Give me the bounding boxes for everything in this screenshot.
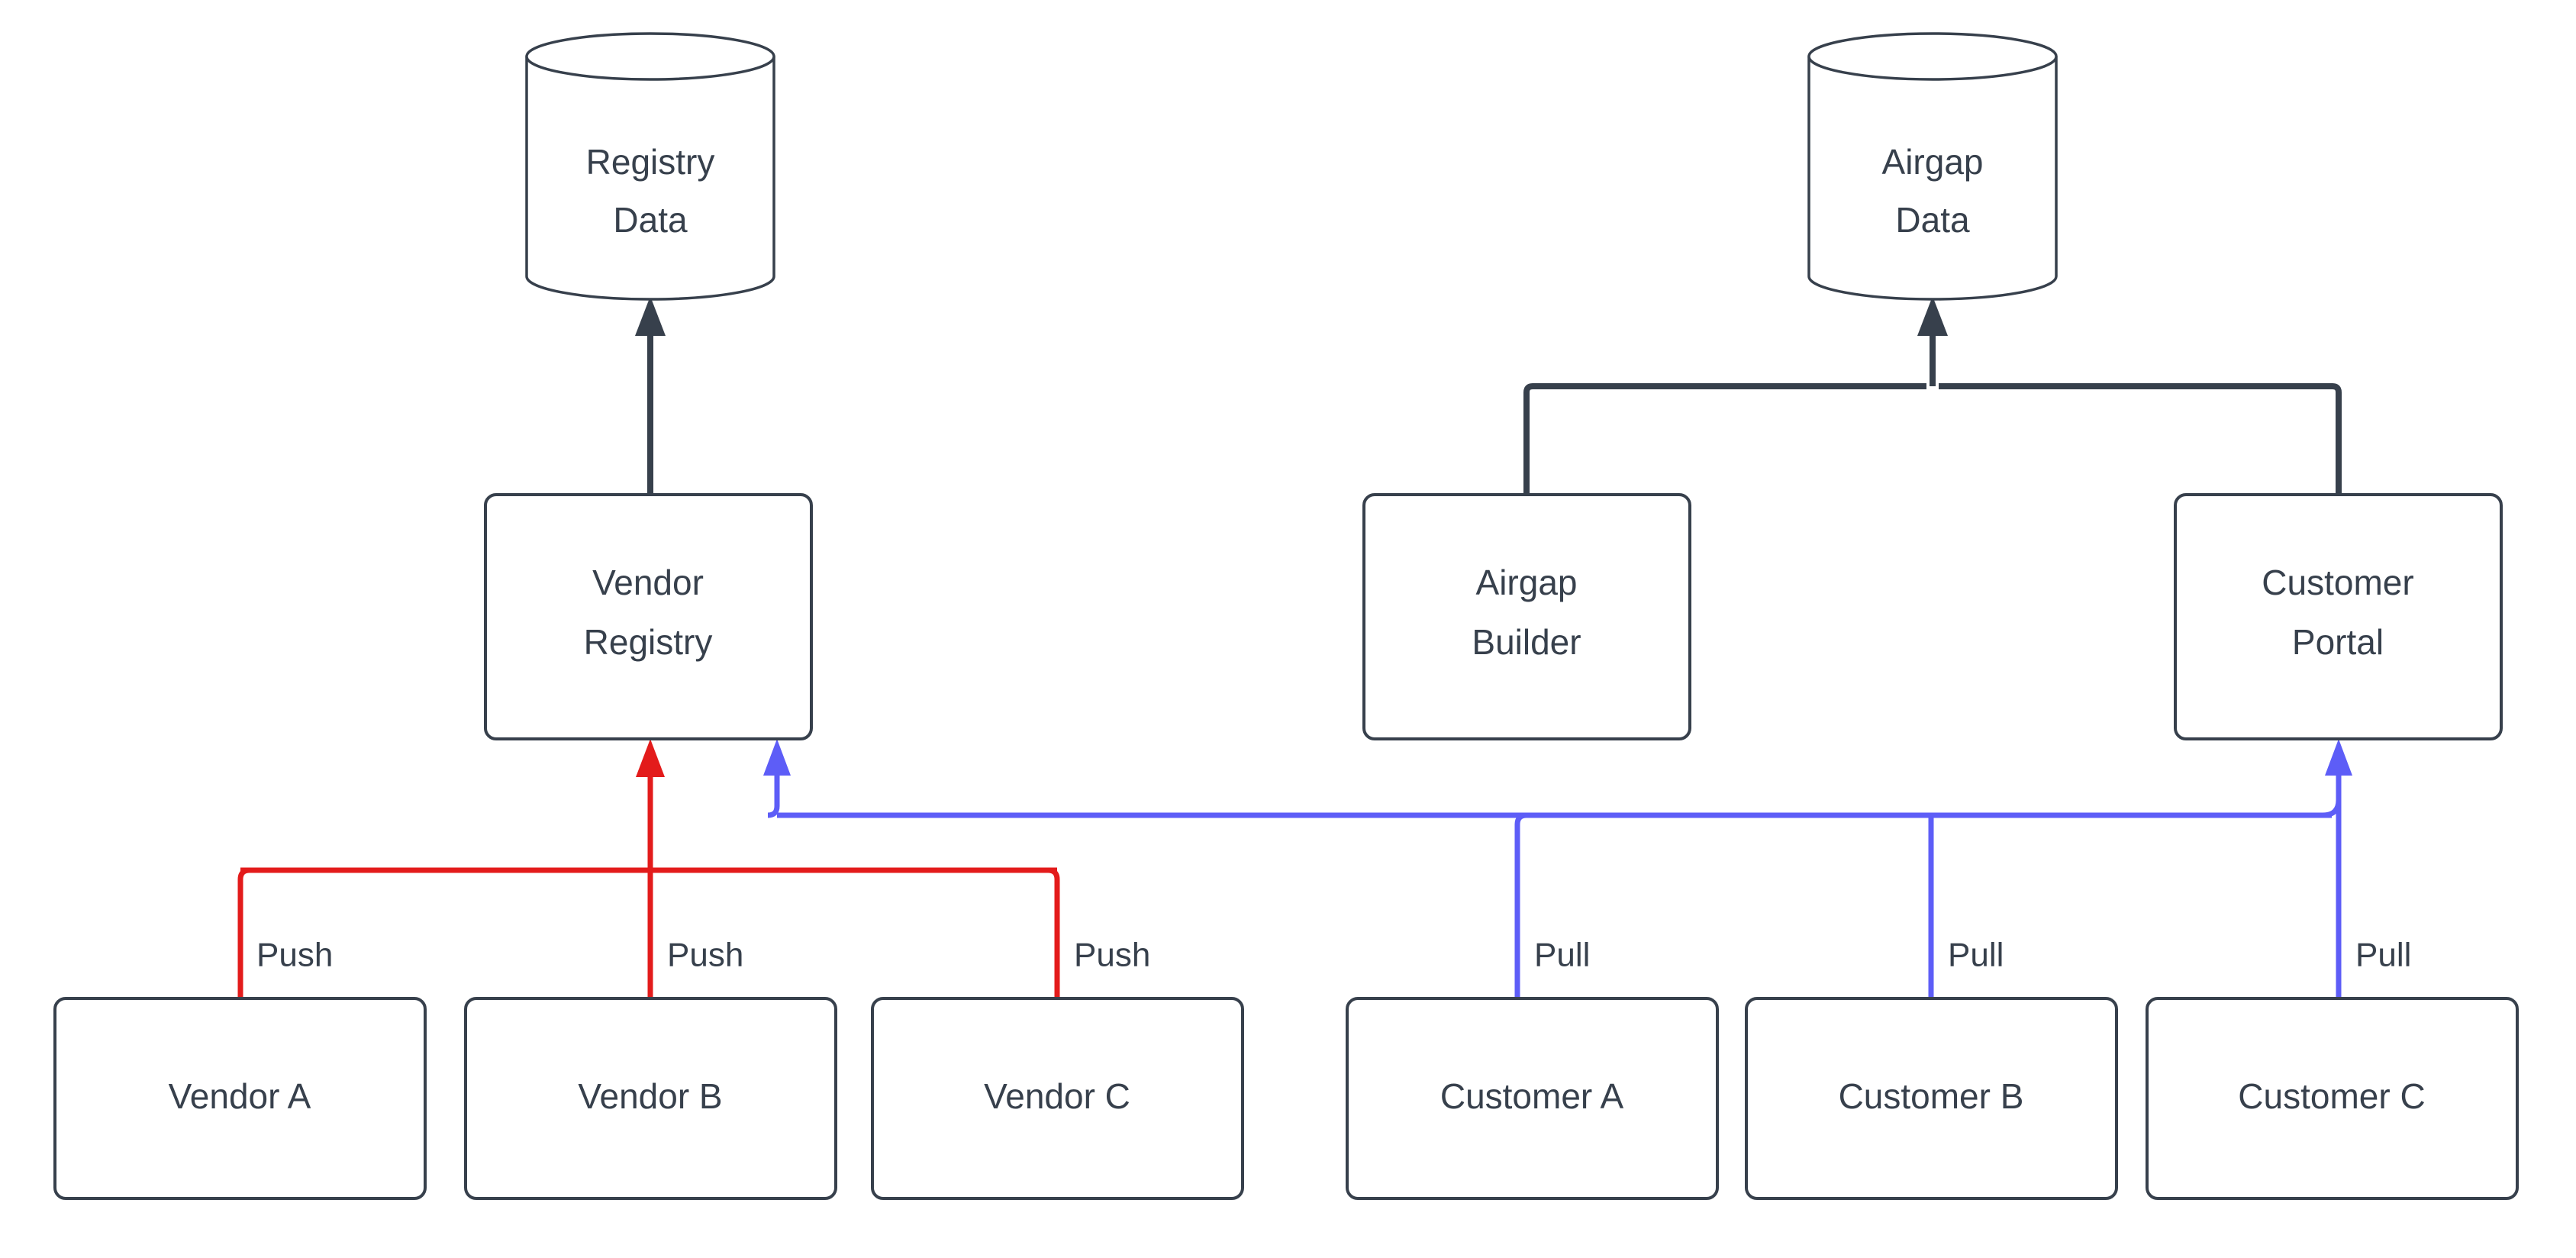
- service-vendor-registry[interactable]: Vendor Registry: [484, 493, 813, 740]
- service-customer-portal-line2: Portal: [2292, 622, 2384, 662]
- edge-airgap-trunk: [1917, 296, 1948, 386]
- edge-label-push-vendor-b: Push: [667, 937, 743, 974]
- edge-label-push-vendor-a: Push: [256, 937, 333, 974]
- actor-vendor-a[interactable]: Vendor A: [53, 997, 427, 1200]
- actor-vendor-c-label: Vendor C: [984, 1076, 1130, 1116]
- service-airgap-builder-line2: Builder: [1472, 622, 1581, 662]
- service-customer-portal-line1: Customer: [2262, 563, 2413, 602]
- actor-customer-b[interactable]: Customer B: [1745, 997, 2118, 1200]
- edge-pull-bus: [763, 739, 2352, 998]
- actor-vendor-b-label: Vendor B: [578, 1076, 722, 1116]
- actor-vendor-a-label: Vendor A: [169, 1076, 311, 1116]
- actor-vendor-b[interactable]: Vendor B: [464, 997, 837, 1200]
- service-airgap-builder-line1: Airgap: [1476, 563, 1578, 602]
- actor-customer-c[interactable]: Customer C: [2146, 997, 2519, 1200]
- datastore-registry-data[interactable]: Registry Data: [525, 32, 775, 301]
- edge-label-pull-customer-b: Pull: [1948, 937, 2004, 974]
- datastore-registry-data-line1: Registry: [586, 142, 715, 182]
- service-customer-portal[interactable]: Customer Portal: [2174, 493, 2503, 740]
- edge-airgap-builder-to-airgap-data: [1523, 383, 1926, 495]
- edge-label-push-vendor-c: Push: [1074, 937, 1150, 974]
- edge-customer-portal-to-airgap-data: [1939, 383, 2342, 495]
- edge-vendor-registry-to-registry-data: [635, 296, 666, 495]
- datastore-registry-data-line2: Data: [613, 200, 688, 240]
- actor-customer-c-label: Customer C: [2238, 1076, 2425, 1116]
- actor-customer-a[interactable]: Customer A: [1346, 997, 1719, 1200]
- actor-customer-a-label: Customer A: [1440, 1076, 1624, 1116]
- datastore-airgap-data-line1: Airgap: [1882, 142, 1984, 182]
- service-vendor-registry-line2: Registry: [584, 622, 713, 662]
- edge-label-pull-customer-c: Pull: [2355, 937, 2411, 974]
- datastore-airgap-data-line2: Data: [1895, 200, 1970, 240]
- edge-label-pull-customer-a: Pull: [1534, 937, 1590, 974]
- service-airgap-builder[interactable]: Airgap Builder: [1362, 493, 1691, 740]
- edge-push-bus: [237, 739, 1060, 998]
- actor-customer-b-label: Customer B: [1839, 1076, 2024, 1116]
- actor-vendor-c[interactable]: Vendor C: [871, 997, 1244, 1200]
- service-vendor-registry-line1: Vendor: [592, 563, 704, 602]
- datastore-airgap-data[interactable]: Airgap Data: [1807, 32, 2058, 301]
